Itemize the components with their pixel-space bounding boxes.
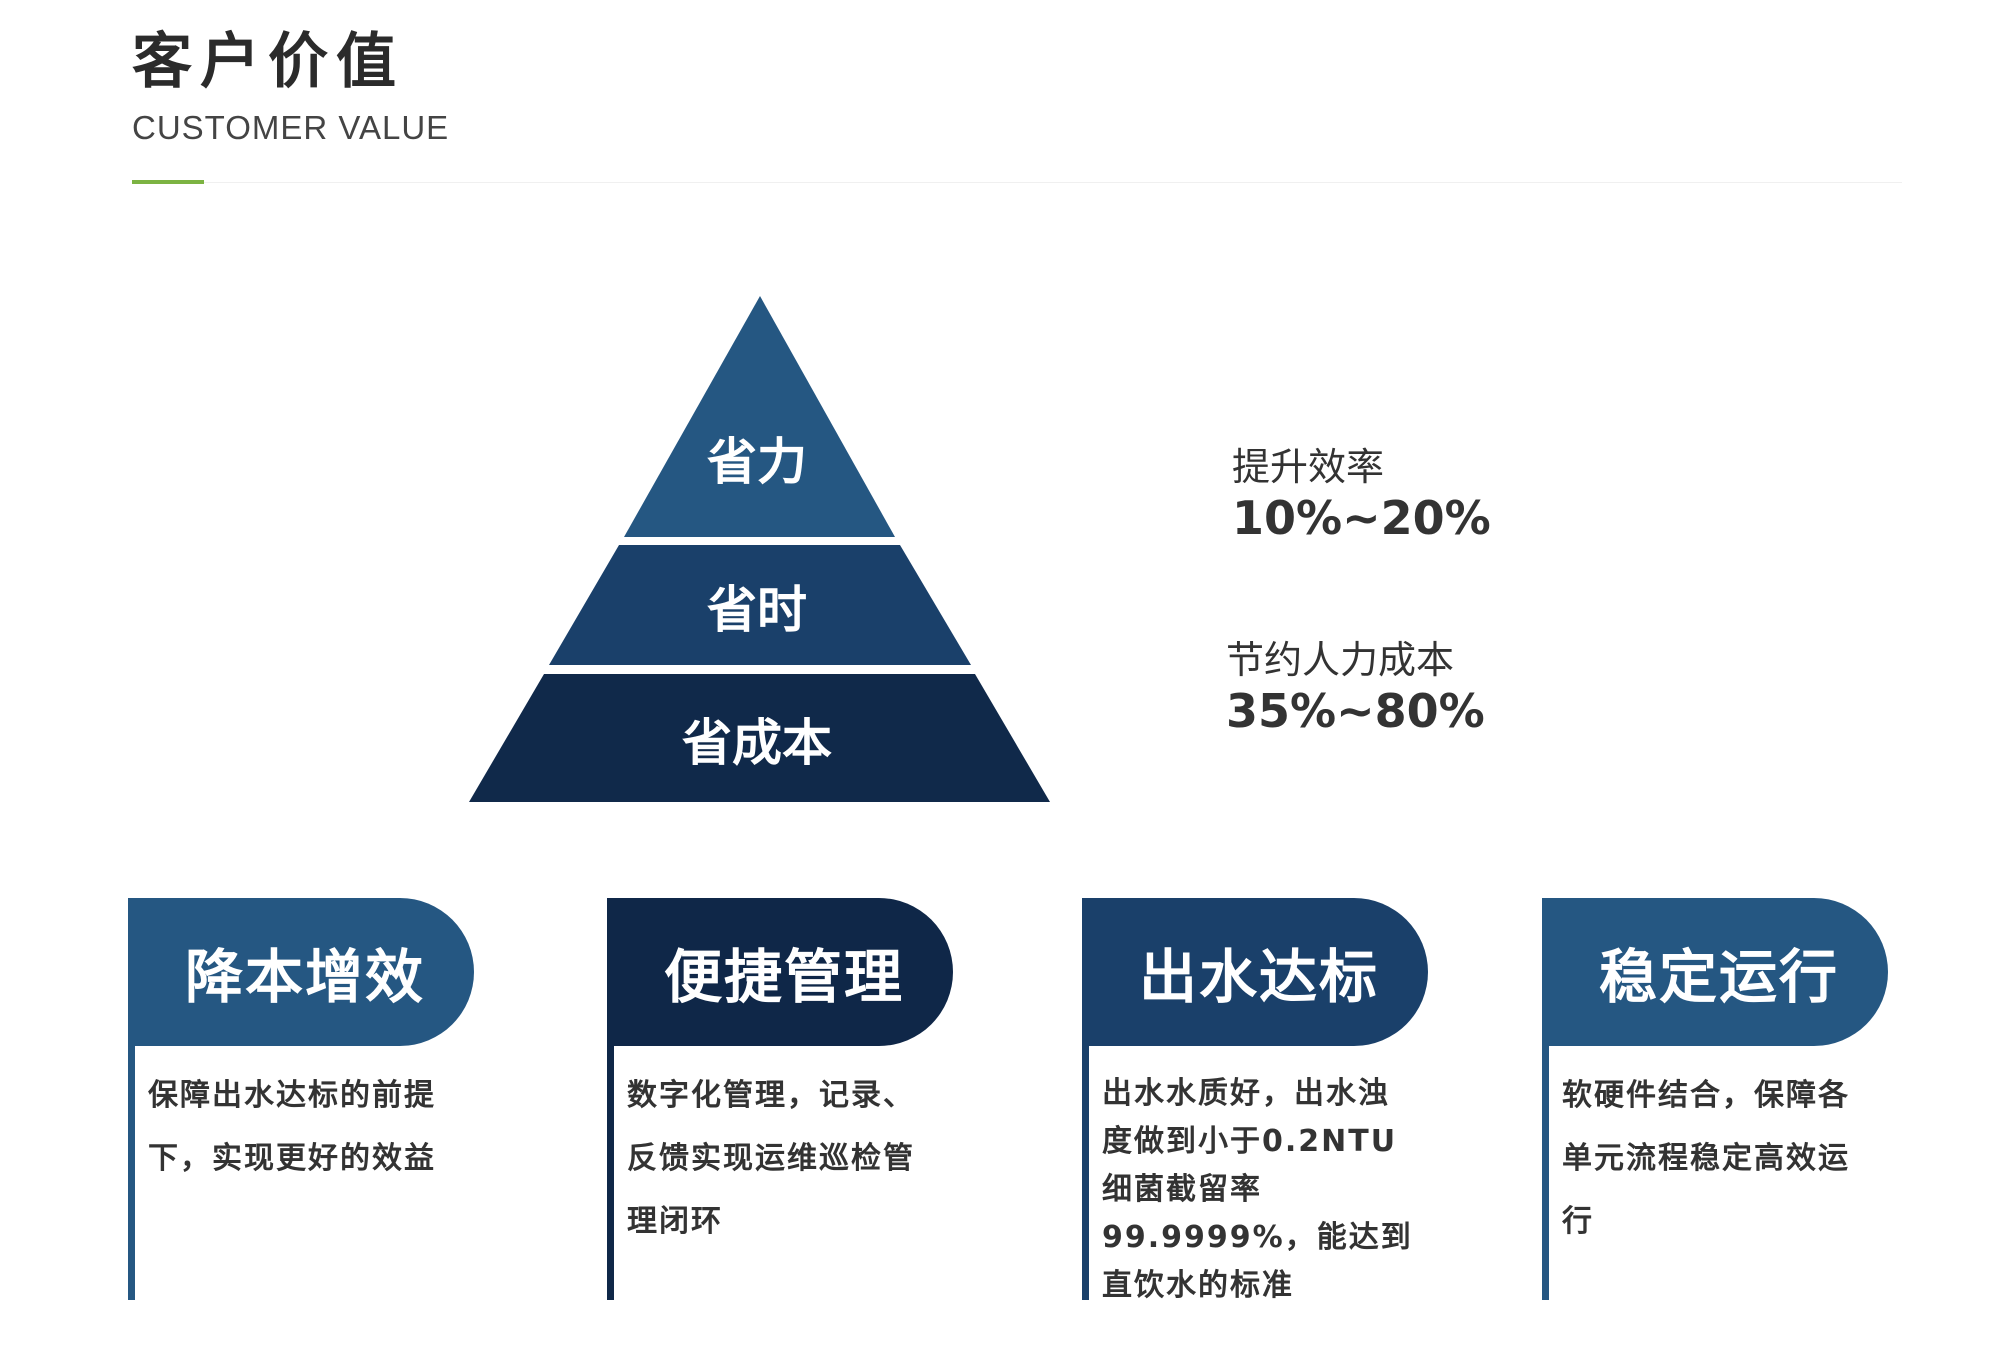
value-card-cost-efficiency: 降本增效 保障出水达标的前提下，实现更好的效益 — [128, 898, 474, 1300]
card-title: 降本增效 — [128, 898, 474, 1046]
card-side-bar — [607, 898, 614, 1300]
card-title: 出水达标 — [1082, 898, 1428, 1046]
page-title: 客户价值 — [132, 27, 404, 97]
card-description: 软硬件结合，保障各单元流程稳定高效运行 — [1562, 1078, 1850, 1239]
pyramid-label-top: 省力 — [707, 433, 807, 491]
value-card-easy-management: 便捷管理 数字化管理，记录、反馈实现运维巡检管理闭环 — [607, 898, 953, 1300]
stat-labor-cost-label: 节约人力成本 — [1226, 638, 1455, 682]
stat-efficiency-label: 提升效率 — [1232, 445, 1385, 489]
value-card-stable-operation: 稳定运行 软硬件结合，保障各单元流程稳定高效运行 — [1542, 898, 1888, 1300]
card-description: 数字化管理，记录、反馈实现运维巡检管理闭环 — [627, 1078, 915, 1239]
card-side-bar — [1082, 898, 1089, 1300]
pyramid-tier-top — [624, 296, 895, 537]
card-description: 出水水质好，出水浊度做到小于0.2NTU细菌截留率99.9999%，能达到直饮水… — [1102, 1076, 1413, 1303]
card-title: 稳定运行 — [1542, 898, 1888, 1046]
title-divider — [132, 182, 1902, 183]
page-subtitle: CUSTOMER VALUE — [132, 109, 450, 146]
pyramid-label-middle: 省时 — [707, 581, 807, 639]
card-description: 保障出水达标的前提下，实现更好的效益 — [148, 1078, 436, 1176]
value-card-water-quality: 出水达标 出水水质好，出水浊度做到小于0.2NTU细菌截留率99.9999%，能… — [1082, 898, 1428, 1303]
stat-labor-cost-value: 35%~80% — [1226, 684, 1485, 738]
card-side-bar — [1542, 898, 1549, 1300]
pyramid-label-bottom: 省成本 — [682, 714, 832, 772]
card-title: 便捷管理 — [607, 898, 953, 1046]
stat-efficiency-value: 10%~20% — [1232, 491, 1491, 545]
card-side-bar — [128, 898, 135, 1300]
title-accent-bar — [132, 180, 204, 184]
